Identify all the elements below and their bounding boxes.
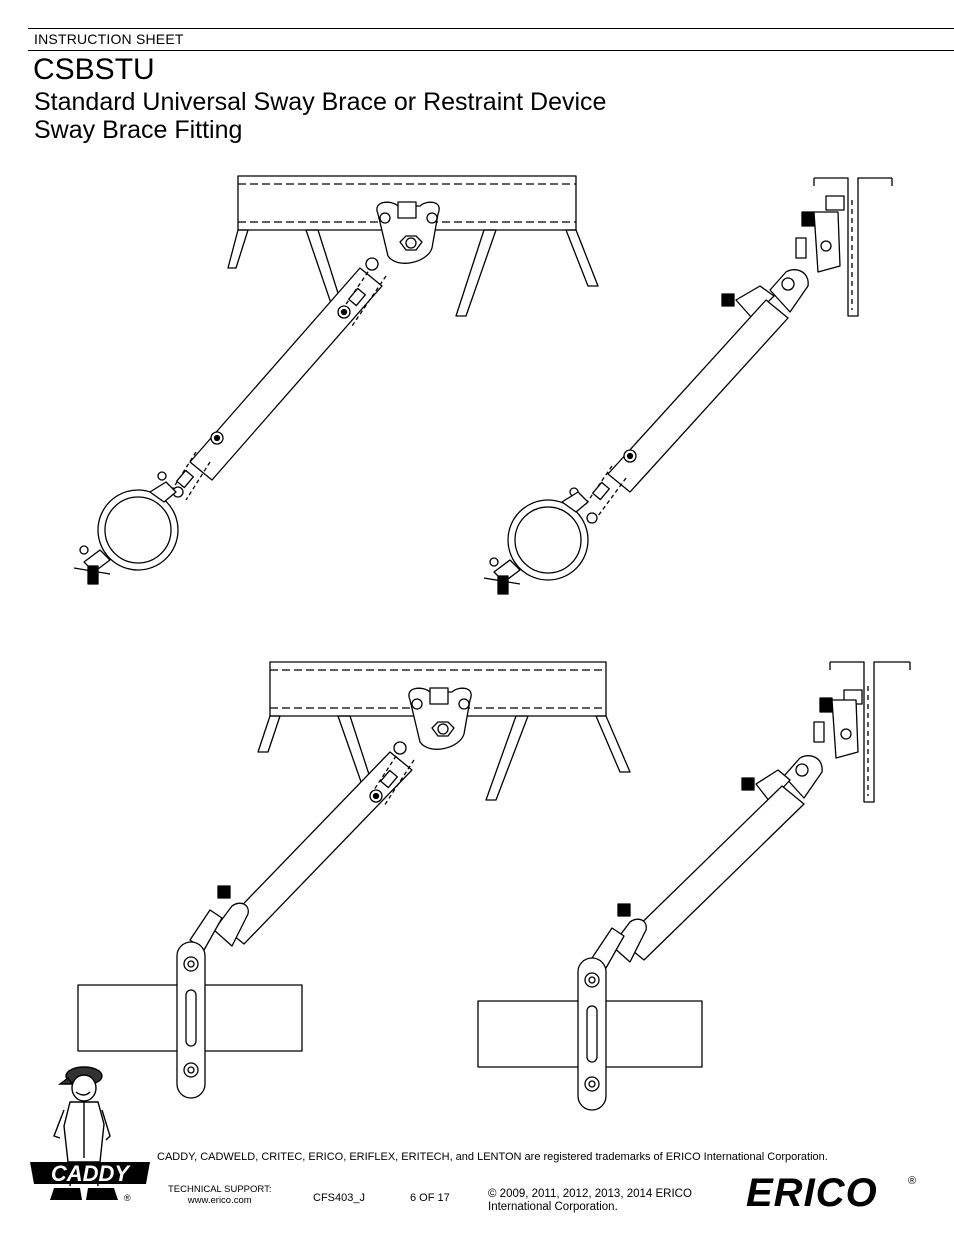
- copyright-line1: © 2009, 2011, 2012, 2013, 2014 ERICO: [488, 1188, 692, 1200]
- figure-column-to-strut: [477, 661, 911, 1111]
- figure-beam-to-strut: [77, 661, 631, 1099]
- page-number: 6 OF 17: [410, 1192, 450, 1204]
- document-code: CFS403_J: [313, 1192, 365, 1204]
- technical-support: TECHNICAL SUPPORT: www.erico.com: [168, 1184, 271, 1206]
- header-rule: [28, 50, 954, 51]
- figure-beam-to-pipe-clamp: [73, 175, 599, 585]
- sheet-label: INSTRUCTION SHEET: [34, 31, 184, 47]
- page-subtitle-line2: Sway Brace Fitting: [34, 116, 243, 144]
- copyright-notice: © 2009, 2011, 2012, 2013, 2014 ERICO Int…: [488, 1188, 728, 1214]
- page-title: CSBSTU: [33, 53, 155, 86]
- figure-column-to-pipe-clamp: [483, 177, 893, 595]
- page-subtitle-line1: Standard Universal Sway Brace or Restrai…: [34, 88, 607, 116]
- top-rule: [28, 28, 954, 29]
- support-label: TECHNICAL SUPPORT:: [168, 1184, 272, 1195]
- caddy-registered-mark: ®: [124, 1193, 131, 1203]
- copyright-line2: International Corporation.: [488, 1201, 618, 1213]
- trademark-notice: CADDY, CADWELD, CRITEC, ERICO, ERIFLEX, …: [157, 1151, 828, 1163]
- caddy-mascot-logo: CADDY: [30, 1066, 150, 1200]
- erico-registered-mark: ®: [908, 1175, 916, 1187]
- erico-logo-text: ERICO: [746, 1171, 878, 1212]
- erico-logo: ERICO ®: [746, 1171, 916, 1212]
- caddy-logo-text: CADDY: [51, 1161, 132, 1186]
- support-url[interactable]: www.erico.com: [187, 1195, 252, 1206]
